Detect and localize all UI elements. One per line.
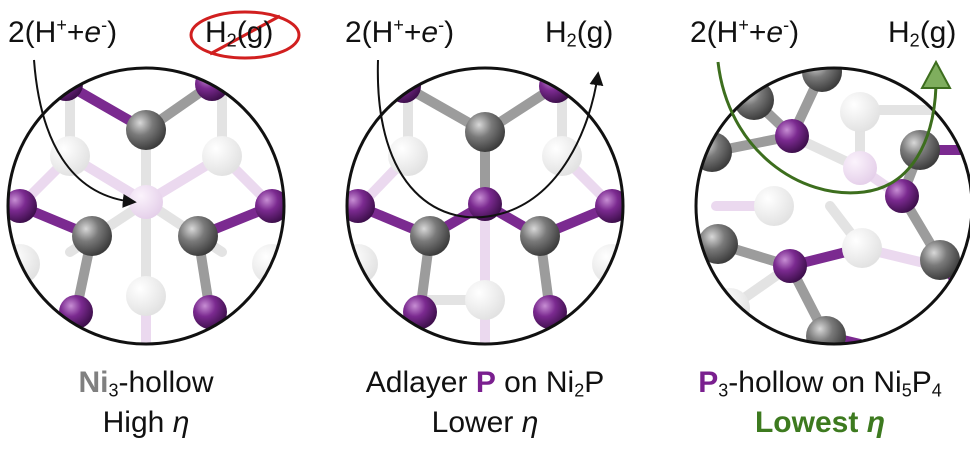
panel-1-strike-ellipse (189, 10, 301, 60)
panel-2-circle (345, 66, 625, 346)
panel-3-circle (694, 66, 970, 346)
panel-2-lattice (347, 68, 623, 344)
panel-2-title: Adlayer P on Ni2P (365, 366, 605, 401)
panel-2-product: H2(g) (545, 16, 614, 51)
panel-3-green-arrow (716, 61, 938, 195)
panel-1-reactant: 2(H++e-) (8, 15, 118, 49)
panel-2-subtitle: Lower η (431, 406, 539, 439)
panel-1-subtitle: High η (102, 406, 190, 439)
panel-3-subtitle: Lowest η (754, 406, 886, 439)
panel-1-product: H2(g) (205, 16, 274, 51)
panel-3-reactant: 2(H++e-) (690, 15, 800, 49)
panel-1-strike-line (209, 14, 281, 56)
panel-1-circle (6, 66, 286, 346)
panel-1-title: Ni3-hollow (78, 366, 214, 401)
panel-3-lattice (696, 68, 970, 344)
panel-2-reactant: 2(H++e-) (345, 15, 455, 49)
panel-3-green-arrowhead (920, 59, 952, 89)
panel-1-arrow (33, 59, 137, 208)
panel-3-title: P3-hollow on Ni5P4 (698, 366, 942, 401)
panel-3-product: H2(g) (888, 16, 957, 51)
panel-2-arrow (376, 59, 604, 219)
